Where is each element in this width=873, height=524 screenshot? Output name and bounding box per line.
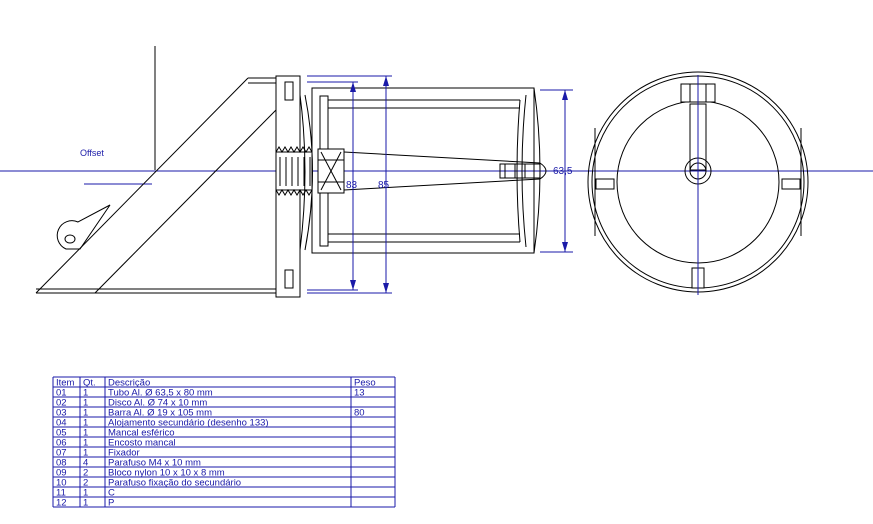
cell-body-side: [299, 87, 547, 254]
bom-cell: 07: [56, 448, 67, 459]
offset-reference: Offset: [80, 46, 156, 185]
bom-cell: Mancal esférico: [108, 428, 175, 439]
bom-cell: 02: [56, 398, 67, 409]
dim-83-label: 83: [346, 180, 358, 191]
bom-cell: C: [108, 488, 115, 499]
bom-cell: Disco Al. Ø 74 x 10 mm: [108, 398, 207, 409]
bom-cell: Alojamento secundário (desenho 133): [108, 418, 269, 429]
bom-header-cell: Peso: [354, 378, 376, 389]
dim-85-label: 85: [378, 180, 390, 191]
bom-cell: 08: [56, 458, 67, 469]
bom-cell: 80: [354, 408, 365, 419]
bom-cell: 10: [56, 478, 67, 489]
offset-label: Offset: [80, 148, 104, 158]
cell-front-view: [587, 71, 809, 295]
threaded-rod: [275, 146, 313, 196]
bom-cell: Parafuso M4 x 10 mm: [108, 458, 201, 469]
bom-cell: Encosto mancal: [108, 438, 176, 449]
bom-cell: 1: [83, 438, 88, 449]
dim-63-5-label: 63,5: [553, 166, 573, 177]
bom-cell: Fixador: [108, 448, 140, 459]
bom-cell: 09: [56, 468, 67, 479]
bom-cell: 2: [83, 468, 88, 479]
bom-cell: Bloco nylon 10 x 10 x 8 mm: [108, 468, 225, 479]
bom-header-cell: Descrição: [108, 378, 150, 389]
bom-header-cell: Qt.: [83, 378, 96, 389]
bom-cell: 13: [354, 388, 365, 399]
bom-cell: 05: [56, 428, 67, 439]
bom-cell: 1: [83, 498, 88, 509]
diagonal-mount: [35, 75, 301, 298]
bom-cell: 11: [56, 488, 66, 499]
bom-cell: 01: [56, 388, 67, 399]
bom-cell: 1: [83, 408, 88, 419]
bom-cell: Tubo Al. Ø 63,5 x 80 mm: [108, 388, 213, 399]
bom-cell: 06: [56, 438, 67, 449]
bom-cell: 4: [83, 458, 88, 469]
bom-header-cell: Item: [56, 378, 75, 389]
bom-cell: 1: [83, 388, 88, 399]
bom-cell: P: [108, 498, 114, 509]
bom-cell: 03: [56, 408, 67, 419]
bom-cell: 1: [83, 418, 88, 429]
bom-cell: Parafuso fixação do secundário: [108, 478, 241, 489]
bom-cell: Barra Al. Ø 19 x 105 mm: [108, 408, 212, 419]
dimension-lines: 83 85 63,5: [307, 75, 573, 294]
bom-cell: 1: [83, 398, 88, 409]
bom-cell: 12: [56, 498, 67, 509]
bom-cell: 04: [56, 418, 67, 429]
bill-of-materials: Item Qt. Descrição Peso 01 1 Tubo Al. Ø 63,5 x…: [52, 376, 396, 509]
bom-cell: 1: [83, 428, 88, 439]
bom-cell: 1: [83, 448, 88, 459]
bom-cell: 2: [83, 478, 88, 489]
bom-cell: 1: [83, 488, 88, 499]
